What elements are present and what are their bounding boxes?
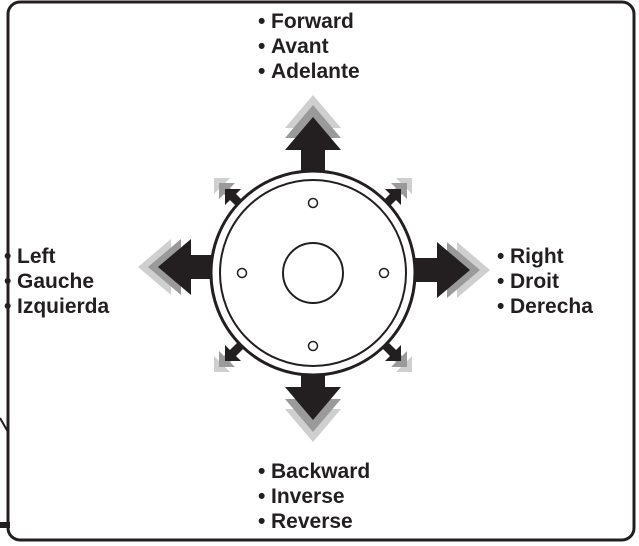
bullet: • [258,35,266,58]
bullet: • [258,60,266,83]
bullet: • [258,510,266,533]
label-item: •Inverse [258,484,370,509]
label-item: •Reverse [258,509,370,534]
label-backward-en: Backward [271,460,371,483]
label-left-en: Left [17,245,56,268]
label-item: •Avant [258,34,360,59]
label-right-es: Derecha [510,295,593,318]
bullet: • [258,460,266,483]
forward-labels: •Forward •Avant •Adelante [258,9,360,84]
label-item: •Droit [497,269,593,294]
dial-dot-left [236,267,248,279]
label-item: •Adelante [258,59,360,84]
label-left-fr: Gauche [17,270,95,293]
label-left-es: Izquierda [17,295,110,318]
bullet: • [258,10,266,33]
label-backward-fr: Inverse [271,485,345,508]
label-item: •Izquierda [4,294,109,319]
label-forward-en: Forward [271,10,354,33]
left-labels: •Left •Gauche •Izquierda [4,244,109,319]
dial-center-knob [282,242,344,304]
backward-labels: •Backward •Inverse •Reverse [258,459,370,534]
label-right-en: Right [510,245,564,268]
label-item: •Gauche [4,269,109,294]
dial-dot-right [378,267,390,279]
right-labels: •Right •Droit •Derecha [497,244,593,319]
label-item: •Left [4,244,109,269]
bullet: • [4,295,12,318]
label-backward-es: Reverse [271,510,353,533]
label-forward-es: Adelante [271,60,360,83]
bullet: • [4,270,12,293]
label-forward-fr: Avant [271,35,329,58]
label-item: •Derecha [497,294,593,319]
dial-dot-top [307,197,319,209]
callout-line [0,417,9,433]
dial-dot-bottom [307,340,319,352]
bullet: • [497,245,505,268]
label-item: •Backward [258,459,370,484]
joystick-dial-icon [209,169,417,377]
label-item: •Forward [258,9,360,34]
bullet: • [497,295,505,318]
bullet: • [258,485,266,508]
callout-tab [0,522,10,528]
label-right-fr: Droit [510,270,559,293]
label-item: •Right [497,244,593,269]
bullet: • [497,270,505,293]
bullet: • [4,245,12,268]
